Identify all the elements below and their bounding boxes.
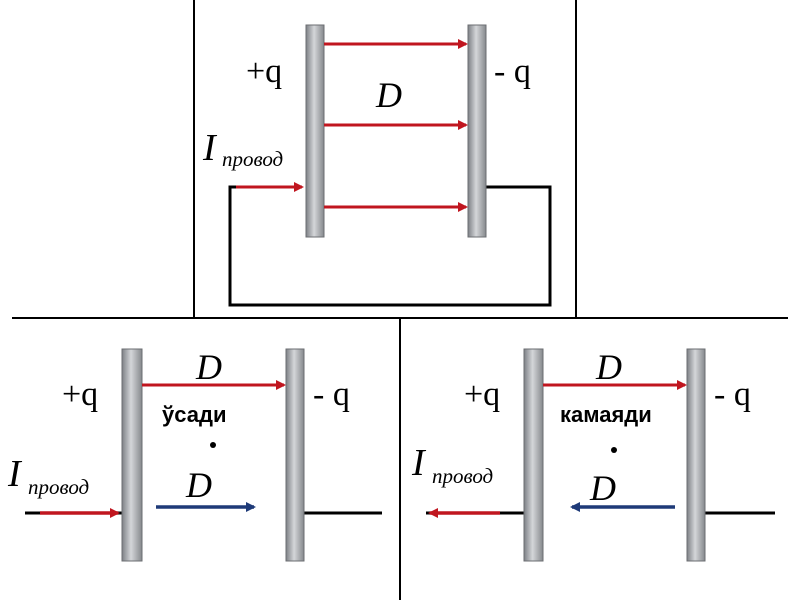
left-positive-plate	[121, 348, 143, 562]
left-panel: +q - q D ўсади D I провод	[7, 347, 382, 562]
left-minus-charge-label: - q	[313, 376, 350, 413]
right-panel: +q - q D камаяди D I провод	[411, 347, 775, 562]
left-plus-charge-label: +q	[62, 376, 98, 413]
top-plus-charge-label: +q	[246, 53, 282, 90]
left-current-symbol: I	[7, 453, 23, 495]
left-derivative-label: D	[185, 465, 212, 505]
left-trend-word: ўсади	[162, 402, 226, 427]
left-current-subscript: провод	[28, 475, 89, 499]
right-derivative-dot	[611, 447, 617, 453]
right-negative-plate	[686, 348, 706, 562]
left-negative-plate	[285, 348, 305, 562]
top-panel: +q - q D I провод	[202, 24, 552, 307]
right-minus-charge-label: - q	[714, 376, 751, 413]
right-current-symbol: I	[411, 442, 427, 484]
top-wire-loop	[228, 185, 552, 307]
right-trend-word: камаяди	[560, 402, 652, 427]
right-derivative-label: D	[589, 468, 616, 508]
left-field-label: D	[195, 347, 222, 387]
right-plus-charge-label: +q	[464, 376, 500, 413]
left-derivative-dot	[210, 442, 216, 448]
top-field-label: D	[375, 75, 402, 115]
top-negative-plate	[467, 24, 487, 238]
top-current-symbol: I	[202, 127, 218, 169]
top-current-subscript: провод	[222, 147, 283, 171]
right-positive-plate	[523, 348, 544, 562]
top-minus-charge-label: - q	[494, 53, 531, 90]
top-positive-plate	[305, 24, 325, 238]
panel-dividers	[12, 0, 788, 600]
right-current-subscript: провод	[432, 464, 493, 488]
right-field-label: D	[595, 347, 622, 387]
